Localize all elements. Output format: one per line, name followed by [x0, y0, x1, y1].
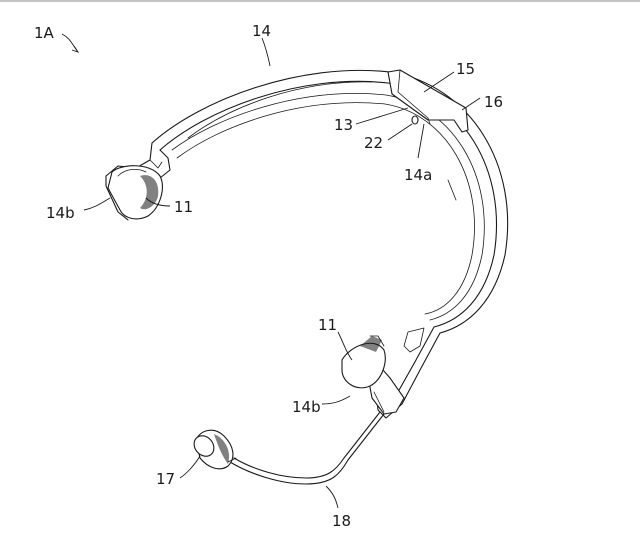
- label-mic: 17: [156, 470, 175, 488]
- label-pad-left: 11: [174, 198, 193, 216]
- label-housing: 15: [456, 60, 475, 78]
- label-part-14a: 14a: [404, 166, 432, 184]
- label-end-left: 14b: [46, 204, 75, 222]
- label-device: 1A: [34, 24, 55, 42]
- button-22: [412, 116, 418, 124]
- label-headband: 14: [252, 22, 271, 40]
- left-end-piece: [106, 143, 170, 220]
- mic-boom: [190, 412, 384, 484]
- label-part-22: 22: [364, 134, 383, 152]
- label-boom: 18: [332, 512, 351, 530]
- label-pad-right: 11: [318, 316, 337, 334]
- label-end-right: 14b: [292, 398, 321, 416]
- label-housing-edge: 16: [484, 93, 503, 111]
- label-part-13: 13: [334, 116, 353, 134]
- right-end-piece: [342, 327, 440, 418]
